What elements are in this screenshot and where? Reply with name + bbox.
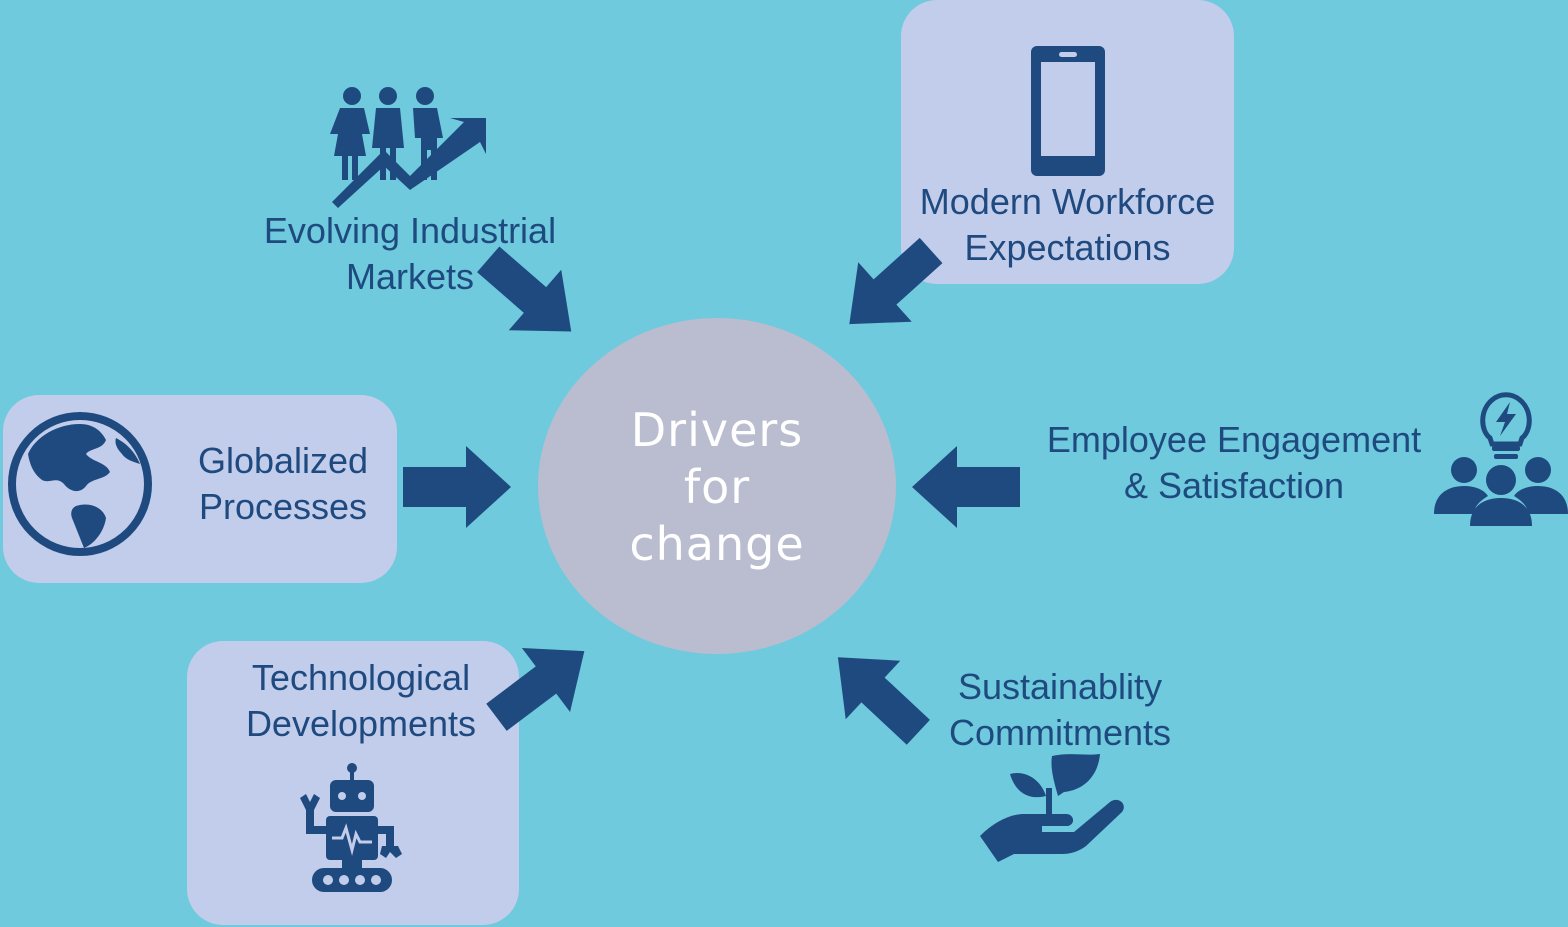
- global-line-2: Processes: [198, 486, 368, 527]
- sustainability-line-1: Sustainablity: [957, 666, 1163, 707]
- center-line-2: for: [683, 460, 751, 514]
- workforce-label: Modern Workforce Expectations: [901, 179, 1234, 271]
- markets-line-1: Evolving Industrial: [263, 210, 557, 251]
- engagement-line-1: Employee Engagement: [1046, 419, 1422, 460]
- team-idea-icon: [1434, 392, 1568, 526]
- markets-line-2: Markets: [345, 256, 475, 297]
- center-line-3: change: [629, 517, 805, 571]
- sustainability-line-2: Commitments: [948, 712, 1172, 753]
- technology-line-1: Technological: [251, 657, 471, 698]
- hand-plant-icon: [980, 754, 1124, 862]
- globe-icon: [8, 412, 152, 556]
- global-label: Globalized Processes: [170, 438, 396, 530]
- center-line-1: Drivers: [630, 403, 804, 457]
- engagement-label: Employee Engagement & Satisfaction: [1030, 417, 1438, 509]
- technology-label: Technological Developments: [187, 655, 535, 747]
- people-growth-icon: [330, 87, 486, 208]
- workforce-line-1: Modern Workforce: [919, 181, 1216, 222]
- smartphone-icon: [1031, 46, 1105, 176]
- center-circle: [538, 318, 896, 654]
- sustainability-label: Sustainablity Commitments: [920, 664, 1200, 756]
- global-line-1: Globalized: [197, 440, 369, 481]
- center-label: Drivers for change: [538, 402, 896, 573]
- robot-icon: [300, 763, 402, 892]
- engagement-line-2: & Satisfaction: [1123, 465, 1345, 506]
- workforce-line-2: Expectations: [964, 227, 1171, 268]
- technology-line-2: Developments: [245, 703, 477, 744]
- markets-label: Evolving Industrial Markets: [240, 208, 580, 300]
